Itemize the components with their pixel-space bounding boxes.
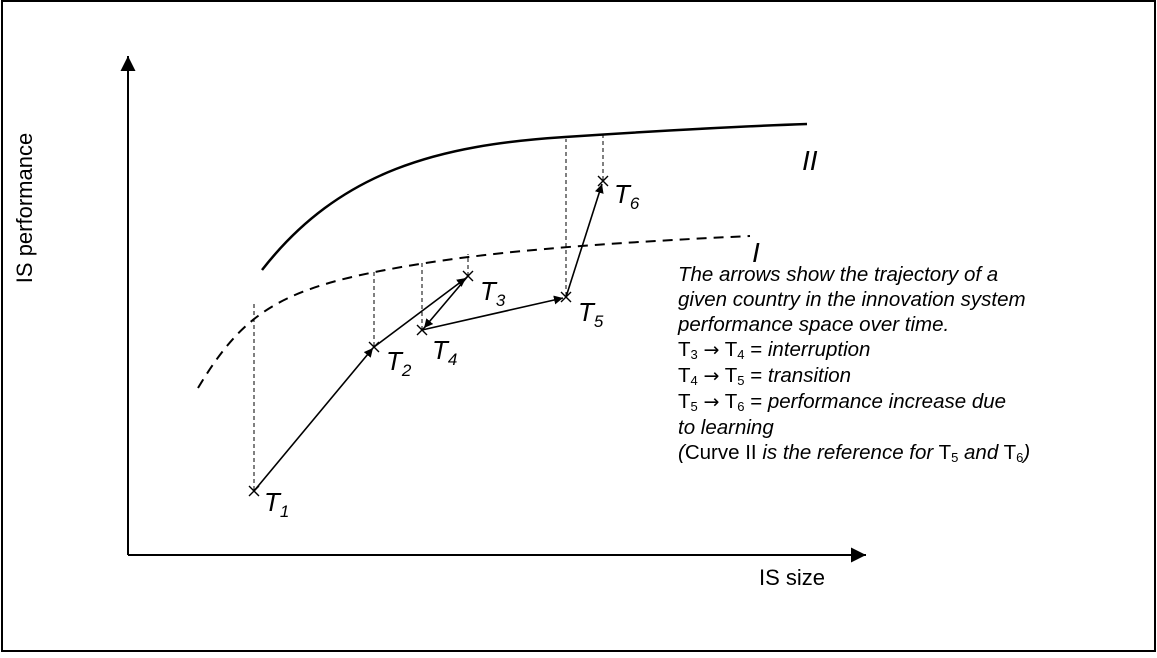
legend-reference: (Curve II is the reference for T5 and T6… bbox=[678, 441, 1031, 465]
legend-performance-cont: to learning bbox=[678, 416, 774, 439]
point-label-t6: T6 bbox=[614, 179, 640, 213]
y-axis-label: IS performance bbox=[12, 133, 37, 283]
point-label-t5: T5 bbox=[578, 297, 604, 331]
curve-i-label: I bbox=[752, 237, 760, 268]
curve-i bbox=[197, 235, 751, 389]
projection-lines bbox=[253, 135, 604, 490]
point-markers bbox=[248, 175, 609, 497]
point-label-t1: T1 bbox=[264, 487, 289, 521]
x-axis-label: IS size bbox=[759, 565, 825, 590]
legend-intro-2: given country in the innovation system bbox=[678, 288, 1026, 311]
legend-intro-3: performance space over time. bbox=[678, 313, 950, 336]
point-label-t3: T3 bbox=[480, 276, 506, 310]
curve-ii bbox=[261, 122, 808, 271]
legend-interruption: T3 → T4 = interruption bbox=[678, 338, 871, 362]
legend-intro-1: The arrows show the trajectory of a bbox=[678, 263, 999, 286]
legend-performance: T5 → T6 = performance increase due bbox=[678, 390, 1007, 414]
point-label-t4: T4 bbox=[432, 335, 457, 369]
legend-transition: T4 → T5 = transition bbox=[678, 364, 852, 388]
curve-ii-label: II bbox=[802, 145, 818, 176]
trajectory-arrows bbox=[253, 183, 604, 492]
point-label-t2: T2 bbox=[386, 346, 412, 380]
legend-text: The arrows show the trajectory of a give… bbox=[678, 262, 1031, 465]
